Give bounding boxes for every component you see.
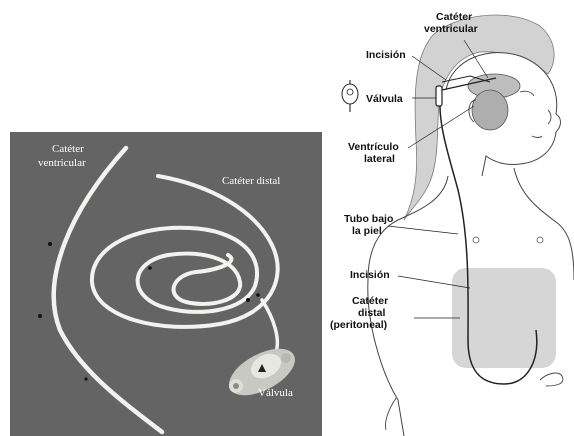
photo-label-ventricular-line2: ventricular (38, 157, 86, 169)
diagram-label-incision-top: Incisión (366, 49, 406, 61)
diagram-label-ventricular-line2: ventricular (424, 23, 478, 35)
diagram-label-valve: Válvula (366, 93, 403, 105)
photo-label-ventricular-line1: Catéter (52, 143, 84, 155)
diagram-label-lateral-line1: Ventrículo (348, 141, 399, 153)
diagram-label-lateral-line2: lateral (364, 153, 395, 165)
diagram-label-tube-line2: la piel (352, 225, 382, 237)
photo-label-valve: Válvula (258, 387, 293, 399)
photo-label-distal: Catéter distal (222, 175, 280, 187)
anatomy-diagram: Catéter ventricular Incisión Válvula Ven… (330, 11, 574, 436)
diagram-label-ventricular-line1: Catéter (436, 11, 472, 23)
diagram-label-incision-bottom: Incisión (350, 269, 390, 281)
diagram-label-tube-line1: Tubo bajo (344, 213, 393, 225)
valve-inset-icon (342, 80, 358, 112)
shunt-valve (436, 86, 442, 106)
diagram-label-distal-line1: Catéter (352, 295, 388, 307)
catheter-photo: Catéter ventricular Catéter distal Válvu… (10, 132, 322, 436)
diagram-label-distal-line3: (peritoneal) (330, 319, 387, 331)
diagram-label-distal-line2: distal (358, 307, 386, 319)
